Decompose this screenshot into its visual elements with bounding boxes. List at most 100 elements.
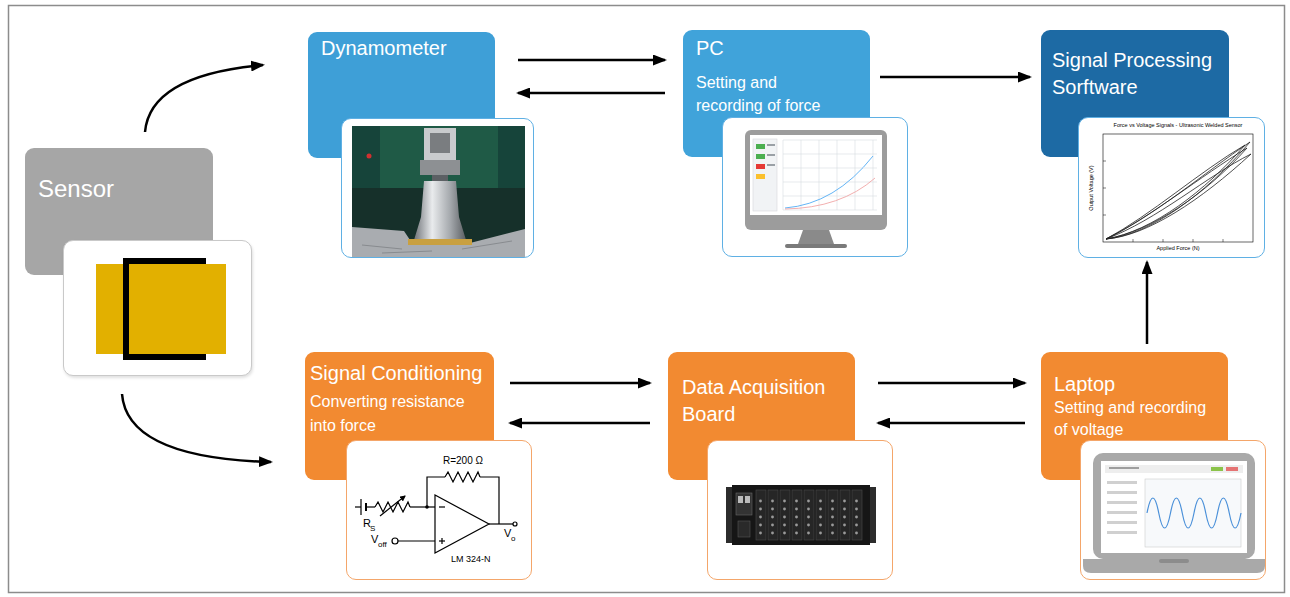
illustration-line (783, 182, 877, 183)
frame-border (9, 6, 1285, 593)
illustration-line (1163, 239, 1164, 242)
illustration-line (1103, 215, 1106, 216)
process-box: Data Acquisition Board (668, 352, 855, 480)
chart-text: Output Voltage (V) (1089, 134, 1095, 242)
illustration-rect (736, 493, 752, 515)
sensor-icon (64, 241, 253, 377)
plus-sign (441, 538, 442, 544)
opamp-symbol (435, 495, 489, 553)
illustration-line (783, 196, 877, 197)
illustration-rect (432, 175, 448, 181)
flow-arrow (122, 394, 271, 462)
illustration-circle (367, 154, 372, 159)
illustration-path (1147, 498, 1241, 528)
chart-image-card: Force vs Voltage Signals - Ultrasonic We… (1078, 117, 1265, 258)
resistor-symbol (375, 502, 410, 512)
circuit-schematic (347, 441, 533, 581)
flow-arrow (510, 382, 650, 385)
illustration-line (1193, 239, 1194, 242)
circuit-label: R (363, 518, 371, 529)
circuit-label: V (504, 528, 511, 539)
illustration-rect (96, 264, 226, 354)
terminal (513, 522, 517, 526)
force-voltage-chart (1079, 118, 1266, 259)
illustration-rect (1107, 481, 1137, 484)
illustration-g (783, 140, 877, 210)
process-box: Dynamometer (308, 32, 495, 158)
illustration-path (1106, 148, 1247, 239)
circuit-label: V (371, 534, 378, 545)
flow-arrow (878, 422, 1025, 425)
illustration-line (783, 140, 877, 141)
laptop-icon (1081, 441, 1267, 581)
illustration-rect (750, 135, 882, 215)
illustration-rect (756, 164, 765, 169)
box-heading: Signal Processing Sorftware (1052, 47, 1224, 101)
illustration-path (1106, 145, 1245, 239)
illustration-rect (1105, 465, 1243, 473)
illustration-rect (756, 154, 765, 159)
laptop-image-card (1080, 440, 1266, 580)
battery-symbol (360, 499, 361, 515)
illustration-rect (408, 239, 472, 245)
wire (480, 477, 499, 524)
illustration-path (785, 156, 873, 208)
box-body: Converting resistance into force (310, 390, 486, 438)
daq-board-icon (708, 441, 894, 581)
flow-arrow (510, 422, 650, 425)
box-body: Setting and recording of force (696, 71, 841, 117)
box-heading: Data Acquisition Board (682, 374, 850, 428)
illustration-rect (738, 496, 743, 503)
box-heading: PC (696, 35, 724, 61)
box-heading: Signal Conditioning (310, 360, 482, 386)
dynamometer-photo-card (341, 118, 534, 258)
illustration-path (785, 178, 875, 209)
variable-arrow (380, 496, 405, 516)
circuit-label: off (378, 541, 387, 549)
illustration-rect (1101, 461, 1247, 553)
minus-sign (439, 506, 445, 507)
illustration-g (756, 490, 862, 540)
illustration-rect (352, 126, 525, 188)
illustration-rect (1107, 531, 1137, 534)
process-box: PC Setting and recording of force (683, 30, 870, 157)
box-body: Setting and recording of voltage (1054, 397, 1214, 441)
illustration-polygon (798, 230, 834, 244)
junction-dot (425, 505, 429, 509)
illustration-rect (745, 130, 887, 230)
illustration-rect (424, 128, 456, 160)
illustration-rect (785, 244, 847, 248)
flow-arrow (518, 59, 665, 62)
circuit-label: R=200 Ω (443, 456, 483, 466)
flow-arrow (880, 76, 1030, 79)
sensor-image-card (63, 240, 252, 376)
resistor-symbol (445, 472, 480, 482)
process-box: LaptopSetting and recording of voltage (1041, 352, 1228, 480)
illustration-rect (420, 160, 460, 175)
box-heading: Dynamometer (321, 35, 447, 61)
process-box: Signal Processing Sorftware Force vs Vol… (1041, 30, 1229, 157)
process-box: Sensor (25, 148, 213, 275)
illustration-rect (1107, 521, 1137, 524)
flow-arrow (878, 382, 1025, 385)
illustration-line (837, 140, 838, 210)
illustration-rect (1107, 511, 1137, 514)
illustration-rect (767, 164, 775, 166)
illustration-line (783, 154, 877, 155)
illustration-g (1103, 161, 1223, 242)
wire (398, 540, 435, 541)
chart-text: Force vs Voltage Signals - Ultrasonic We… (1103, 123, 1253, 129)
illustration-line (1133, 239, 1134, 242)
process-box: Signal ConditioningConverting resistance… (305, 352, 494, 480)
illustration-rect (1093, 453, 1255, 559)
illustration-g (1106, 142, 1251, 239)
wire (427, 477, 445, 507)
flow-arrow (518, 92, 665, 95)
illustration-path (1083, 559, 1265, 573)
chart-text: Applied Force (N) (1103, 246, 1253, 252)
illustration-line (1103, 161, 1106, 162)
illustration-line (1103, 188, 1106, 189)
flow-arrow (145, 65, 263, 132)
wire (489, 523, 513, 524)
